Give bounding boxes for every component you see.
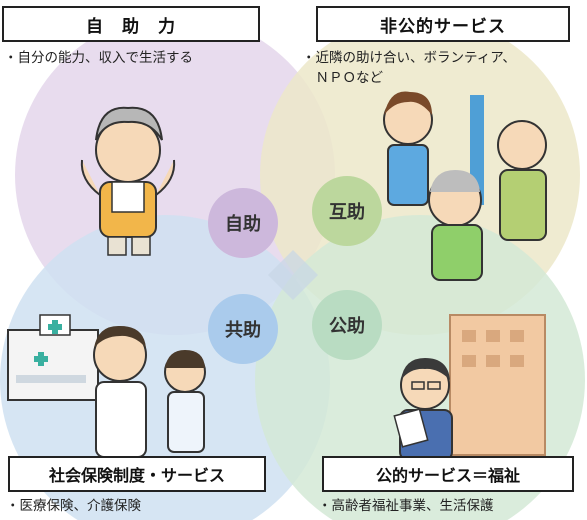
patient-and-caregiver-illustration (93, 325, 206, 458)
hospital-illustration (7, 314, 99, 401)
bubble-jijo-label: 自助 (225, 214, 261, 235)
title-social-insurance-text: 社会保険制度・サービス (48, 466, 225, 485)
office-building-illustration (449, 314, 546, 456)
bubble-gojo: 互助 (312, 176, 382, 246)
bubble-kojo-label: 公助 (329, 316, 365, 337)
desc-line: ＮＰＯなど (302, 70, 383, 86)
center-diamond (268, 250, 318, 300)
bubble-kyojo-label: 共助 (225, 320, 261, 341)
title-public-welfare-text: 公的サービス＝福祉 (375, 466, 520, 485)
desc-public-welfare: ・高齢者福祉事業、生活保護 (318, 496, 494, 516)
title-non-public-services: 非公的サービス (316, 6, 570, 42)
desc-line: ・高齢者福祉事業、生活保護 (318, 498, 494, 514)
official-illustration (393, 358, 453, 461)
desc-non-public-services: ・近隣の助け合い、ボランティア、 ＮＰＯなど (302, 48, 516, 88)
desc-line: ・医療保険、介護保険 (6, 498, 141, 514)
elderly-woman-illustration (80, 106, 176, 256)
title-non-public-services-text: 非公的サービス (380, 16, 506, 37)
desc-jijoryoku: ・自分の能力、収入で生活する (4, 48, 193, 68)
bubble-gojo-label: 互助 (329, 202, 365, 223)
desc-social-insurance: ・医療保険、介護保険 (6, 496, 141, 516)
title-social-insurance: 社会保険制度・サービス (8, 456, 266, 492)
title-public-welfare: 公的サービス＝福祉 (322, 456, 574, 492)
bubble-kojo: 公助 (312, 290, 382, 360)
title-jijoryoku: 自 助 力 (2, 6, 260, 42)
desc-line: ・近隣の助け合い、ボランティア、 (302, 50, 516, 66)
bubble-kyojo: 共助 (208, 294, 278, 364)
desc-line: ・自分の能力、収入で生活する (4, 50, 193, 66)
title-jijoryoku-text: 自 助 力 (86, 16, 176, 37)
volunteers-illustration (383, 91, 547, 281)
bubble-jijo: 自助 (208, 188, 278, 258)
